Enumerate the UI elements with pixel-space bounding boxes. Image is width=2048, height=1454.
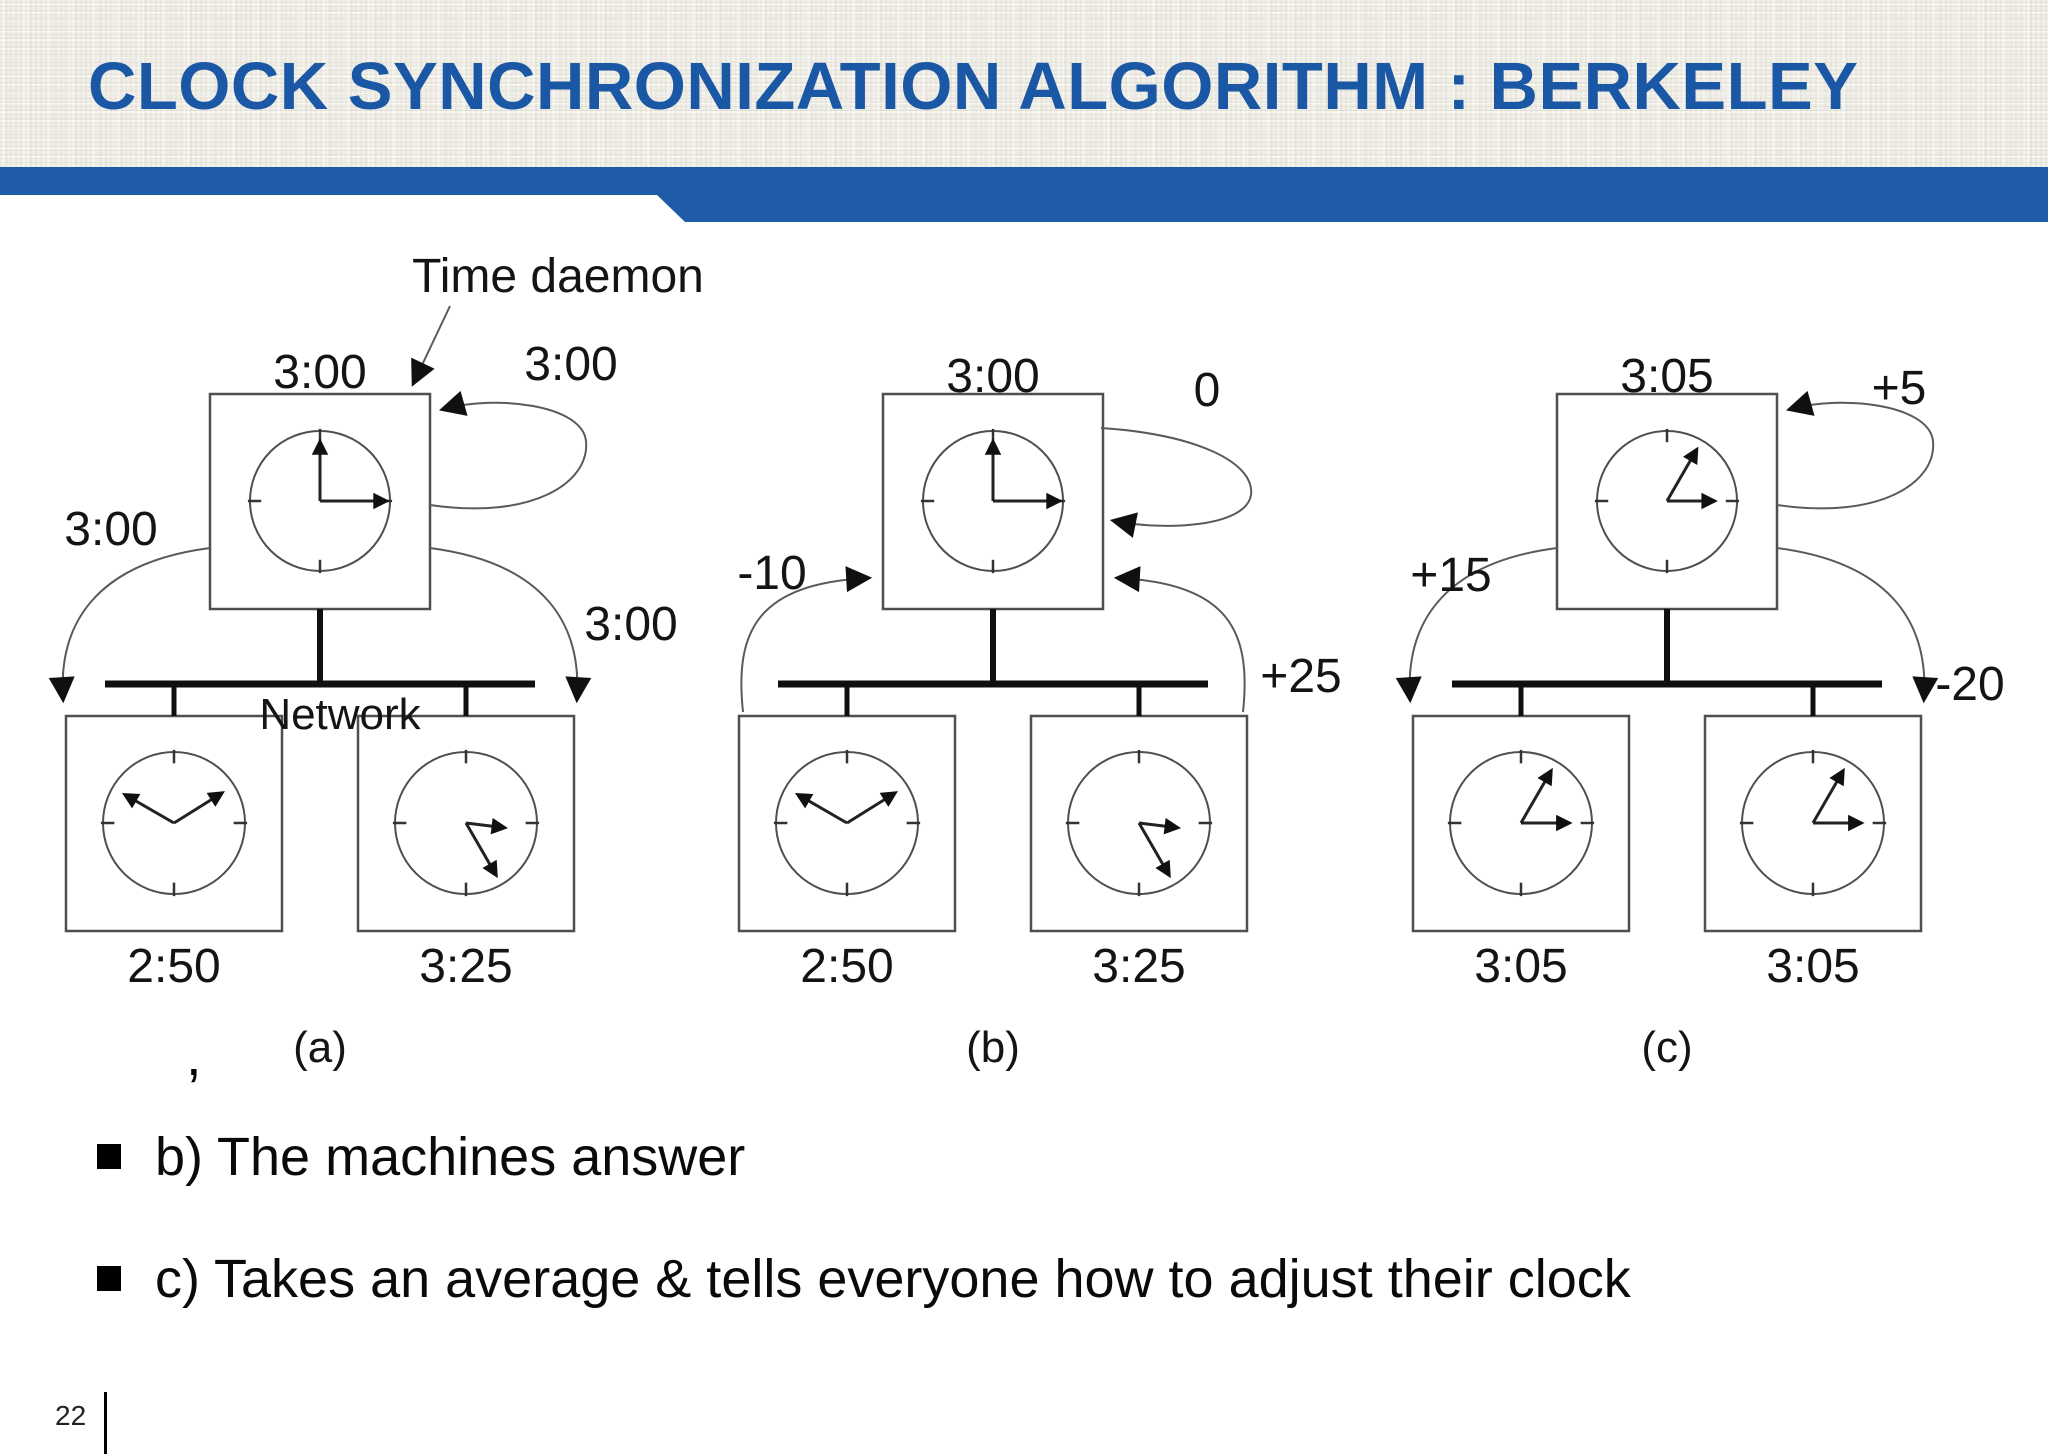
self-loop-arrow	[429, 390, 588, 510]
message-arrow-right	[1113, 566, 1246, 713]
header-texture	[0, 0, 2048, 167]
machine-time-label-left: 2:50	[800, 940, 893, 993]
panel-caption: (c)	[1641, 1023, 1692, 1072]
clock-hand	[794, 792, 848, 825]
panel-caption: (a)	[293, 1023, 347, 1072]
clock-hand	[1811, 767, 1845, 824]
clock-hand	[1519, 767, 1553, 824]
machine-clock-left	[1447, 749, 1595, 897]
bullet-item: b) The machines answer	[88, 1130, 745, 1184]
daemon-time-label: 3:00	[273, 346, 366, 399]
clock-hand	[464, 822, 498, 879]
clock-hand	[1137, 822, 1171, 879]
message-arrow-left	[48, 547, 211, 704]
left-value-label: -10	[737, 547, 806, 600]
time-daemon-pointer-arrow	[411, 305, 451, 387]
header-accent-bar-extension	[657, 195, 2048, 222]
machine-clock-left	[100, 749, 248, 897]
machine-time-label-left: 3:05	[1474, 940, 1567, 993]
panel-a: 3:00 3:00 3:00 3:00 2:50 3:25 (a) Network Time d…	[48, 250, 704, 1072]
loop-value-label: 0	[1194, 364, 1221, 417]
clock-hand	[1138, 817, 1182, 835]
clock-hand	[465, 817, 509, 835]
machine-box-left	[737, 714, 957, 933]
bullet-item: c) Takes an average & tells everyone how…	[88, 1252, 1631, 1306]
bullet-text: b) The machines answer	[155, 1127, 746, 1187]
machine-clock-right	[1065, 749, 1213, 897]
message-arrow-right	[429, 547, 592, 704]
panel-c: 3:05 +5 +15 -20 3:05 3:05 (c)	[1395, 350, 2005, 1072]
self-loop-arrow	[1100, 427, 1253, 538]
message-arrow-right	[1776, 547, 1939, 704]
right-value-label: +25	[1260, 650, 1341, 703]
time-daemon-label: Time daemon	[412, 250, 704, 303]
loop-value-label: +5	[1872, 362, 1927, 415]
left-value-label: +15	[1410, 549, 1491, 602]
loop-value-label: 3:00	[524, 338, 617, 391]
machine-clock-right	[1739, 749, 1887, 897]
machine-time-label-right: 3:25	[1092, 940, 1185, 993]
self-loop-arrow	[1776, 390, 1935, 510]
machine-clock-left	[773, 749, 921, 897]
daemon-clock	[1594, 428, 1740, 574]
clock-hand	[173, 791, 225, 825]
daemon-clock	[920, 428, 1066, 574]
square-bullet-icon	[97, 1266, 121, 1291]
message-arrow-left	[740, 566, 873, 713]
clock-hand	[1665, 446, 1699, 502]
left-value-label: 3:00	[64, 503, 157, 556]
footer-divider-line	[104, 1392, 107, 1454]
bullet-text: c) Takes an average & tells everyone how…	[155, 1249, 1631, 1309]
machine-time-label-right: 3:25	[419, 940, 512, 993]
right-value-label: -20	[1935, 658, 2004, 711]
machine-box-left	[64, 714, 284, 933]
machine-clock-right	[392, 749, 540, 897]
network-label: Network	[259, 690, 421, 739]
message-arrow-left	[1395, 547, 1558, 704]
daemon-clock	[247, 428, 393, 574]
slide-title: CLOCK SYNCHRONIZATION ALGORITHM : BERKEL…	[88, 49, 1859, 124]
header-accent-bar	[0, 167, 2048, 195]
page-number: 22	[55, 1400, 87, 1431]
daemon-time-label: 3:00	[946, 350, 1039, 403]
stray-comma-artifact: ,	[186, 1024, 202, 1087]
clock-hand	[121, 792, 175, 825]
machine-time-label-right: 3:05	[1766, 940, 1859, 993]
daemon-time-label: 3:05	[1620, 350, 1713, 403]
panel-b: 3:00 0 -10 +25 2:50 3:25 (b)	[737, 350, 1341, 1072]
right-value-label: 3:00	[584, 598, 677, 651]
square-bullet-icon	[97, 1144, 121, 1169]
clock-hand	[846, 791, 898, 825]
machine-time-label-left: 2:50	[127, 940, 220, 993]
panel-caption: (b)	[966, 1023, 1020, 1072]
